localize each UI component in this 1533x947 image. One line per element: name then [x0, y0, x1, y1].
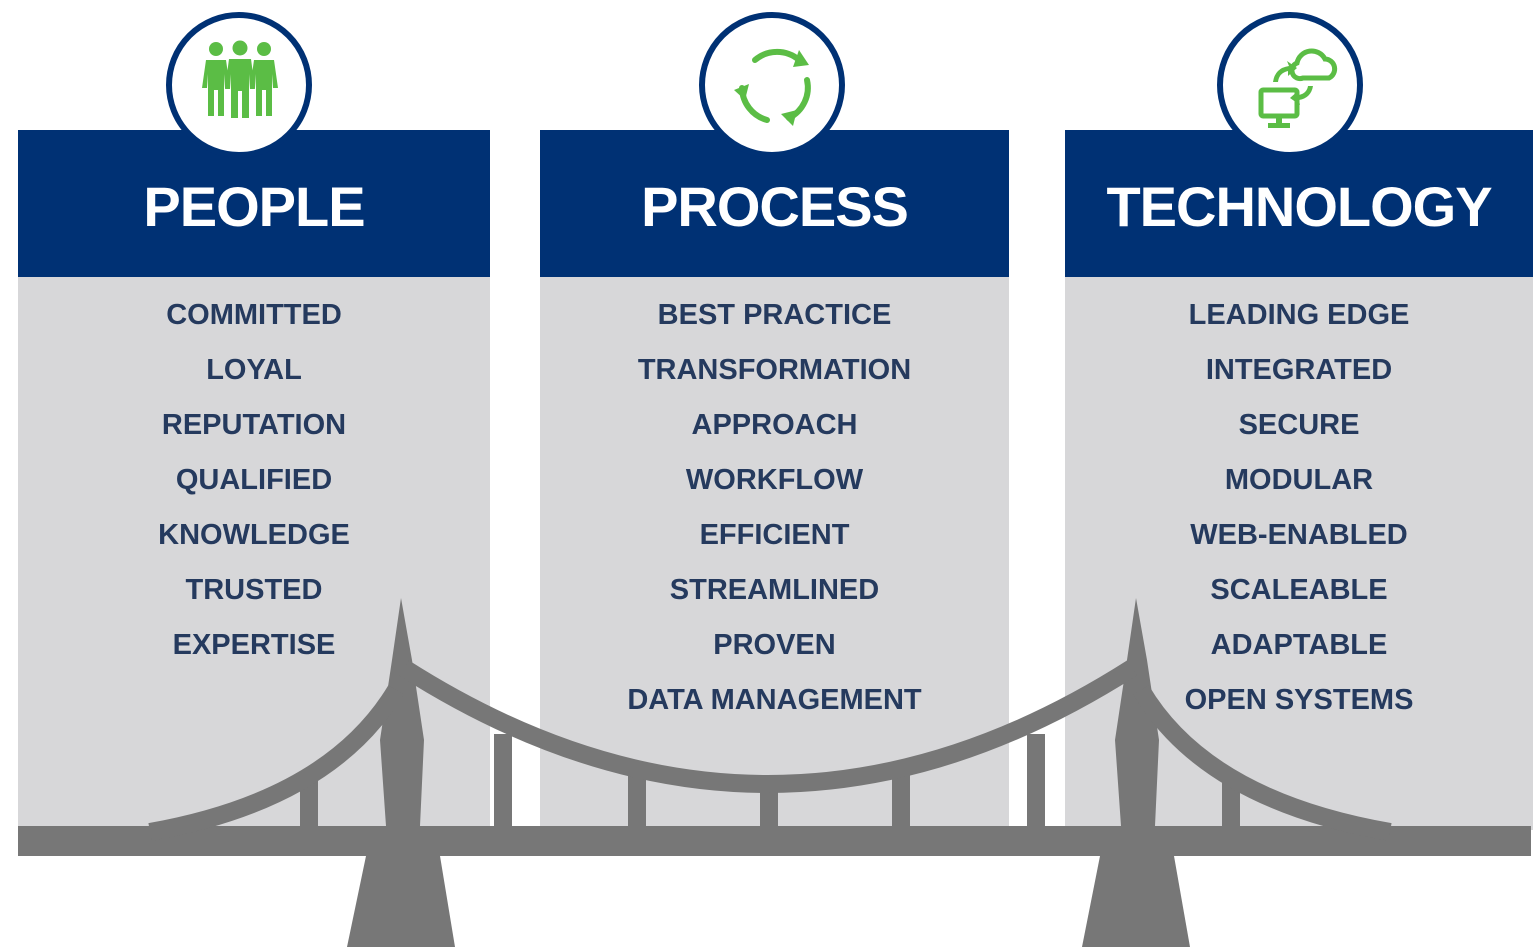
list-item: QUALIFIED	[175, 464, 333, 496]
list-item: STREAMLINED	[669, 574, 880, 606]
list-item: EXPERTISE	[172, 629, 336, 661]
list-item: OPEN SYSTEMS	[1184, 684, 1414, 716]
pillar-people: PEOPLE COMMITTED LOYAL REPUTATION QUALIF…	[18, 130, 490, 830]
pillar-items: LEADING EDGE INTEGRATED SECURE MODULAR W…	[1065, 295, 1533, 735]
people-badge	[166, 12, 312, 158]
list-item: ADAPTABLE	[1210, 629, 1388, 661]
pillar-title: PEOPLE	[143, 175, 365, 238]
list-item: TRANSFORMATION	[637, 354, 912, 386]
list-item: KNOWLEDGE	[158, 519, 350, 551]
pillar-process: PROCESS BEST PRACTICE TRANSFORMATION APP…	[540, 130, 1009, 830]
process-badge	[699, 12, 845, 158]
pillar-header: TECHNOLOGY	[1065, 130, 1533, 277]
list-item: DATA MANAGEMENT	[627, 684, 922, 716]
list-item: EFFICIENT	[699, 519, 850, 551]
technology-badge	[1217, 12, 1363, 158]
list-item: INTEGRATED	[1205, 354, 1393, 386]
list-item: WORKFLOW	[685, 464, 864, 496]
computer-cloud-sync-icon	[1258, 48, 1338, 128]
people-icon	[202, 40, 278, 118]
pillar-items: BEST PRACTICE TRANSFORMATION APPROACH WO…	[540, 295, 1009, 735]
list-item: LEADING EDGE	[1188, 299, 1410, 331]
pillar-title: PROCESS	[641, 175, 909, 238]
list-item: BEST PRACTICE	[657, 299, 892, 331]
list-item: SCALEABLE	[1210, 574, 1388, 606]
list-item: APPROACH	[691, 409, 858, 441]
pillar-title: TECHNOLOGY	[1106, 175, 1492, 238]
pillar-header: PROCESS	[540, 130, 1009, 277]
list-item: REPUTATION	[161, 409, 347, 441]
list-item: TRUSTED	[185, 574, 323, 606]
list-item: PROVEN	[713, 629, 836, 661]
cycle-arrows-icon	[734, 48, 811, 126]
list-item: COMMITTED	[166, 299, 342, 331]
list-item: SECURE	[1238, 409, 1360, 441]
pillar-items: COMMITTED LOYAL REPUTATION QUALIFIED KNO…	[18, 295, 490, 680]
list-item: WEB-ENABLED	[1190, 519, 1408, 551]
list-item: LOYAL	[206, 354, 302, 386]
list-item: MODULAR	[1224, 464, 1374, 496]
